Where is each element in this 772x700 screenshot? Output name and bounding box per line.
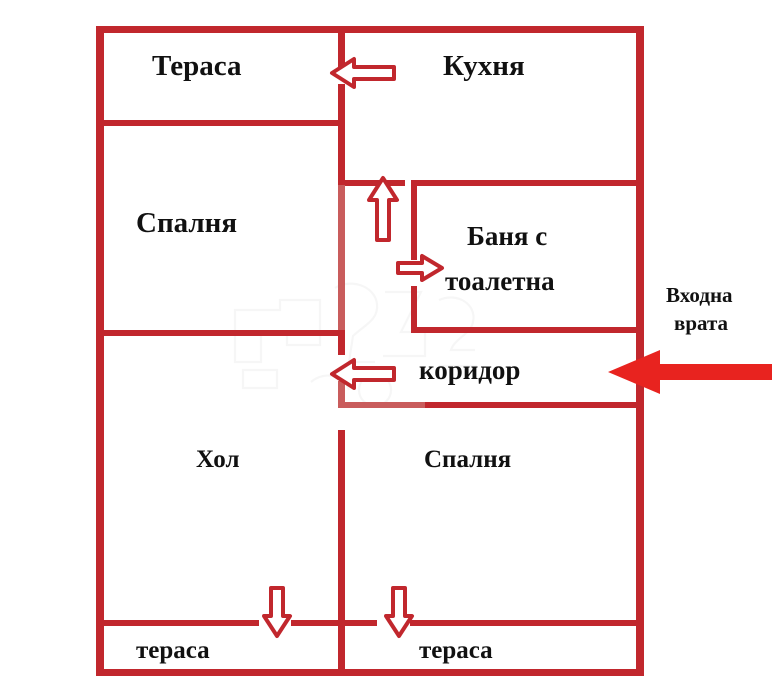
wall-terrace-bottom-left-b — [291, 620, 345, 626]
wall-kitchen-bottom-b — [411, 180, 644, 186]
room-label-kuhnya: Кухня — [443, 50, 525, 82]
wall-center-seg-5 — [338, 381, 345, 408]
wall-bath-bottom — [411, 327, 644, 333]
wall-center-seg-6 — [338, 430, 345, 676]
wall-terrace-bottom-right-b — [410, 620, 644, 626]
door-arrow-bedroom-to-terrace-icon — [383, 586, 415, 638]
room-label-hol: Хол — [196, 446, 240, 473]
room-label-terasa-top: Тераса — [152, 50, 242, 82]
wall-corridor-bottom-a — [345, 402, 425, 408]
wall-outer-right — [636, 26, 644, 676]
room-label-spalnya-right: Спалня — [424, 446, 512, 473]
room-label-spalnya-left: Спалня — [136, 207, 238, 239]
entrance-label-line1: Входна — [666, 283, 733, 307]
wall-kitchen-bottom-a — [345, 180, 405, 186]
wall-outer-top — [96, 26, 644, 33]
wall-terrace-bottom-right-a — [345, 620, 377, 626]
door-arrow-corridor-to-bath-icon — [396, 254, 444, 282]
entrance-arrow-icon — [608, 348, 772, 396]
wall-bedroom-left-bottom — [96, 330, 345, 336]
wall-center-seg-2 — [338, 84, 345, 185]
wall-bath-left-upper — [411, 180, 417, 260]
room-label-banya-line1: Баня с — [467, 221, 548, 251]
wall-center-seg-3 — [338, 185, 345, 333]
wall-outer-left — [96, 26, 104, 676]
door-arrow-kitchen-to-terrace-icon — [330, 56, 396, 90]
entrance-label-line2: врата — [674, 311, 729, 335]
room-label-terasa-bottom-right: тераса — [419, 637, 493, 664]
wall-center-seg-1 — [338, 26, 345, 68]
door-arrow-corridor-to-hall-icon — [330, 357, 396, 391]
wall-bath-left-lower — [411, 286, 417, 333]
door-arrow-hall-to-terrace-icon — [261, 586, 293, 638]
room-label-banya-line2: тоалетна — [445, 266, 555, 296]
door-arrow-corridor-to-kitchen-icon — [366, 176, 400, 242]
wall-corridor-bottom-b — [425, 402, 644, 408]
wall-terrace-bottom-left-a — [96, 620, 259, 626]
wall-terrace-top-bottom — [96, 120, 345, 126]
room-label-koridor: коридор — [419, 355, 521, 385]
wall-center-seg-4 — [338, 333, 345, 355]
room-label-terasa-bottom-left: тераса — [136, 637, 210, 664]
wall-outer-bottom — [96, 669, 644, 676]
